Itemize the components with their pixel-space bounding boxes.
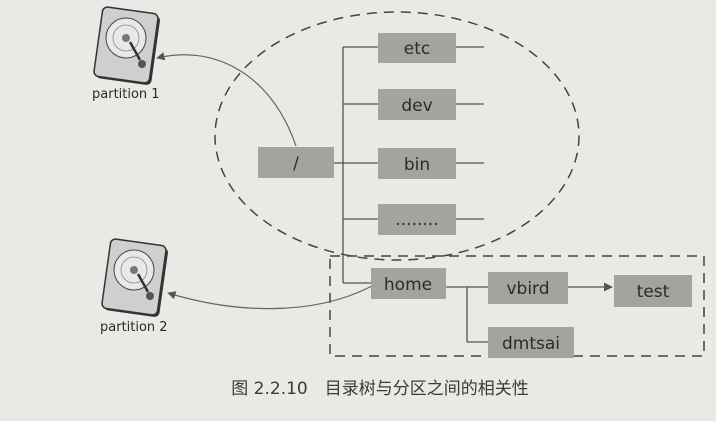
partition-1-label: partition 1	[92, 87, 160, 102]
dir-etc: etc	[378, 33, 456, 63]
mount-arrow-root-to-partition-1	[156, 52, 297, 147]
partition-2-rect	[329, 255, 705, 357]
svg-text:vbird: vbird	[506, 279, 549, 299]
dir-home: home	[371, 268, 446, 299]
svg-text:dmtsai: dmtsai	[502, 334, 560, 354]
svg-text:/: /	[293, 154, 299, 174]
dir-more: ........	[378, 204, 456, 235]
svg-text:........: ........	[395, 210, 438, 230]
dir-test: test	[614, 275, 692, 307]
mount-arrow-home-to-partition-2	[167, 285, 373, 310]
partition-1-ellipse	[214, 11, 580, 261]
svg-text:bin: bin	[404, 155, 430, 175]
dir-dev: dev	[378, 89, 456, 120]
tree-connectors	[334, 46, 613, 343]
svg-text:test: test	[637, 282, 670, 302]
dir-root: /	[258, 147, 334, 178]
svg-text:dev: dev	[401, 96, 432, 116]
figure-caption: 图 2.2.10 目录树与分区之间的相关性	[231, 379, 528, 399]
svg-text:etc: etc	[404, 39, 430, 59]
hard-disk-icon	[101, 238, 168, 317]
hard-disk-icon	[93, 6, 160, 85]
dir-bin: bin	[378, 148, 456, 179]
partition-2-label: partition 2	[100, 320, 168, 335]
dir-vbird: vbird	[488, 272, 568, 304]
svg-text:home: home	[384, 275, 432, 295]
dir-dmtsai: dmtsai	[488, 327, 574, 358]
